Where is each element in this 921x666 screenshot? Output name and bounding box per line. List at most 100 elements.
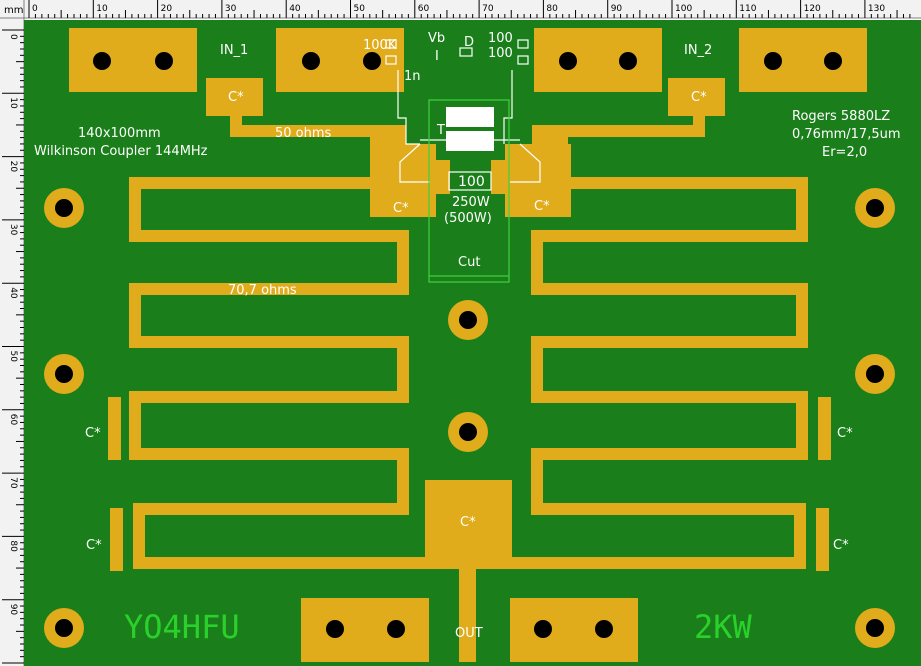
- left-cap-pad-1: [108, 397, 121, 460]
- top-mid-right-pad: [534, 28, 662, 92]
- vb-label: Vb: [428, 31, 445, 46]
- ruler-label: 90: [8, 604, 18, 616]
- res-100-label-b: 100: [488, 46, 513, 61]
- resistor-body-outline: [448, 171, 492, 191]
- mounting-hole: [866, 619, 884, 637]
- mounting-hole: [55, 365, 73, 383]
- er-label: Er=2,0: [822, 145, 867, 160]
- cap-label: C*: [85, 426, 101, 441]
- out-label: OUT: [455, 626, 483, 641]
- thickness-label: 0,76mm/17,5um: [792, 127, 901, 142]
- mounting-hole: [866, 365, 884, 383]
- meander-lines: [129, 177, 808, 569]
- ruler-label: 10: [96, 4, 108, 14]
- out-left-pad: [301, 598, 429, 662]
- ruler-label: 30: [225, 4, 237, 14]
- res-100-outline: [517, 39, 529, 49]
- right-coupler-outline: [510, 143, 541, 183]
- cap-label: C*: [228, 90, 244, 105]
- mounting-hole: [866, 199, 884, 217]
- i-mark-label: I: [435, 49, 439, 64]
- ruler-label: 10: [8, 97, 18, 109]
- ruler-label: 40: [8, 287, 18, 299]
- resistor-pad-right: [491, 160, 505, 194]
- right-cap-pad-1: [818, 397, 831, 460]
- ruler-label: 0: [8, 34, 18, 40]
- ruler-label: 20: [8, 161, 18, 173]
- cap-1n-outline: [385, 55, 397, 65]
- drill-holes: [55, 52, 884, 638]
- in2-connector-pad: [739, 28, 867, 92]
- ruler-label: 90: [611, 4, 623, 14]
- right-cap-pad-2: [816, 508, 829, 571]
- cap-label: C*: [837, 426, 853, 441]
- transformer-label: T: [436, 123, 445, 138]
- left-coupler-outline: [399, 143, 430, 183]
- in1-feed-line: [230, 116, 406, 144]
- resistor-value-label: 100: [458, 174, 485, 190]
- transformer-lower: [446, 131, 494, 151]
- ruler-label: 60: [418, 4, 430, 14]
- material-label: Rogers 5880LZ: [792, 109, 890, 124]
- ruler-label: 50: [354, 4, 366, 14]
- transformer-upper: [446, 107, 494, 127]
- callsign-label: YO4HFU: [124, 608, 240, 646]
- left-cap-pad-2: [110, 508, 123, 571]
- res-100k-label: 100K: [363, 38, 397, 53]
- power-rating-label: 2KW: [694, 608, 753, 646]
- ohms707-label: 70,7 ohms: [228, 283, 297, 298]
- ruler-label: 50: [8, 351, 18, 363]
- in1-connector-pad: [69, 28, 197, 92]
- resistor-pad-left: [436, 160, 450, 194]
- top-mid-left-pad: [276, 28, 404, 92]
- cap-label: C*: [833, 538, 849, 553]
- ruler-label: 0: [32, 4, 38, 14]
- cap-label: C*: [86, 538, 102, 553]
- in2-cap-pad: [668, 78, 725, 116]
- board-title-label: Wilkinson Coupler 144MHz: [34, 144, 208, 159]
- res-100k-outline: [385, 39, 397, 49]
- ruler-label: 80: [546, 4, 558, 14]
- ruler-unit-label: mm: [4, 5, 23, 16]
- ruler-label: 130: [868, 4, 885, 14]
- ruler-label: 20: [161, 4, 173, 14]
- cap-label: C*: [691, 90, 707, 105]
- in2-label: IN_2: [684, 43, 712, 58]
- res-100-outline: [517, 55, 529, 65]
- resistor-power-label: 250W: [452, 195, 490, 210]
- in1-cap-pad: [206, 78, 263, 116]
- resistor-power-peak-label: (500W): [444, 211, 492, 226]
- ruler-label: 70: [482, 4, 494, 14]
- ruler-label: 120: [804, 4, 821, 14]
- in2-feed-line: [532, 116, 705, 144]
- mounting-hole: [55, 619, 73, 637]
- cut-outline: [428, 99, 510, 283]
- mounting-hole: [459, 311, 477, 329]
- in1-label: IN_1: [220, 43, 248, 58]
- cap-1n-label: 1n: [404, 69, 421, 84]
- cut-label: Cut: [458, 255, 480, 270]
- bias-wire-right: [503, 70, 513, 144]
- board-size-label: 140x100mm: [78, 126, 161, 141]
- out-feed-line: [459, 557, 476, 662]
- cap-label: C*: [534, 199, 550, 214]
- bias-wire-left: [397, 70, 420, 145]
- silkscreen-layer: [385, 39, 541, 191]
- diode-label: D: [464, 35, 474, 50]
- ruler-label: 100: [675, 4, 692, 14]
- ruler-label: 30: [8, 224, 18, 236]
- ruler-label: 70: [8, 477, 18, 489]
- mounting-hole: [55, 199, 73, 217]
- left-meander-line: [129, 177, 459, 569]
- cap-label: C*: [393, 201, 409, 216]
- ohms50-label: 50 ohms: [275, 126, 332, 141]
- out-right-pad: [510, 598, 638, 662]
- center-cap-pad: [425, 480, 512, 557]
- ruler-label: 40: [289, 4, 301, 14]
- transformer-blocks: [446, 107, 494, 151]
- right-meander-line: [476, 177, 808, 569]
